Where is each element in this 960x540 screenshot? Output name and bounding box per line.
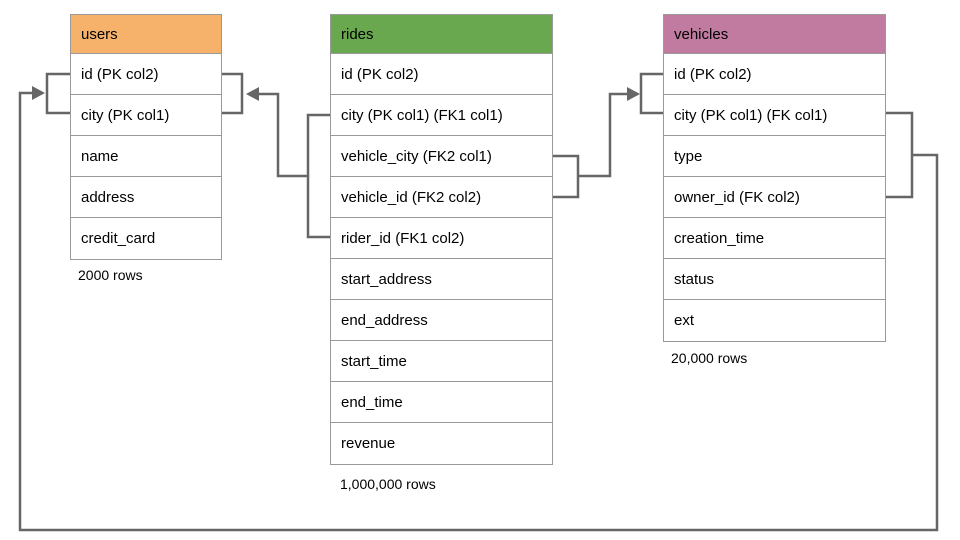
table-row: city (PK col1) (FK col1) [664,95,885,136]
table-row: id (PK col2) [71,54,221,95]
table-row: ext [664,300,885,341]
fk1-arrowhead-icon [246,87,259,101]
rides-row-count: 1,000,000 rows [340,476,436,492]
rides-fk2-right-bracket [553,154,580,199]
fk2-arrowhead-icon [627,87,640,101]
rides-table: rides id (PK col2) city (PK col1) (FK1 c… [330,14,553,465]
table-row: creation_time [664,218,885,259]
table-row: address [71,177,221,218]
table-row: id (PK col2) [664,54,885,95]
table-row: rider_id (FK1 col2) [331,218,552,259]
fk1-link-line [259,92,308,178]
table-row: city (PK col1) [71,95,221,136]
table-row: type [664,136,885,177]
table-row: vehicle_city (FK2 col1) [331,136,552,177]
table-row: id (PK col2) [331,54,552,95]
table-row: name [71,136,221,177]
vehicles-fk-right-bracket [886,111,914,199]
table-row: owner_id (FK col2) [664,177,885,218]
rides-table-header: rides [331,15,552,54]
fk2-link-line [578,92,627,178]
users-pk-left-bracket [45,72,71,115]
users-pk-right-bracket [222,72,244,115]
table-row: start_time [331,341,552,382]
vehicles-row-count: 20,000 rows [671,350,748,366]
users-table: users id (PK col2) city (PK col1) name a… [70,14,222,260]
table-row: start_address [331,259,552,300]
table-row: status [664,259,885,300]
table-row: end_address [331,300,552,341]
table-row: revenue [331,423,552,464]
vehicles-pk-left-bracket [639,72,663,115]
table-row: end_time [331,382,552,423]
vehicles-table-header: vehicles [664,15,885,54]
table-row: city (PK col1) (FK1 col1) [331,95,552,136]
table-row: vehicle_id (FK2 col2) [331,177,552,218]
vehicles-table: vehicles id (PK col2) city (PK col1) (FK… [663,14,886,342]
users-row-count: 2000 rows [78,267,143,283]
table-row: credit_card [71,218,221,259]
vehicles-fk-arrowhead-icon [32,86,45,100]
users-table-header: users [71,15,221,54]
rides-fk1-left-bracket [306,113,330,239]
